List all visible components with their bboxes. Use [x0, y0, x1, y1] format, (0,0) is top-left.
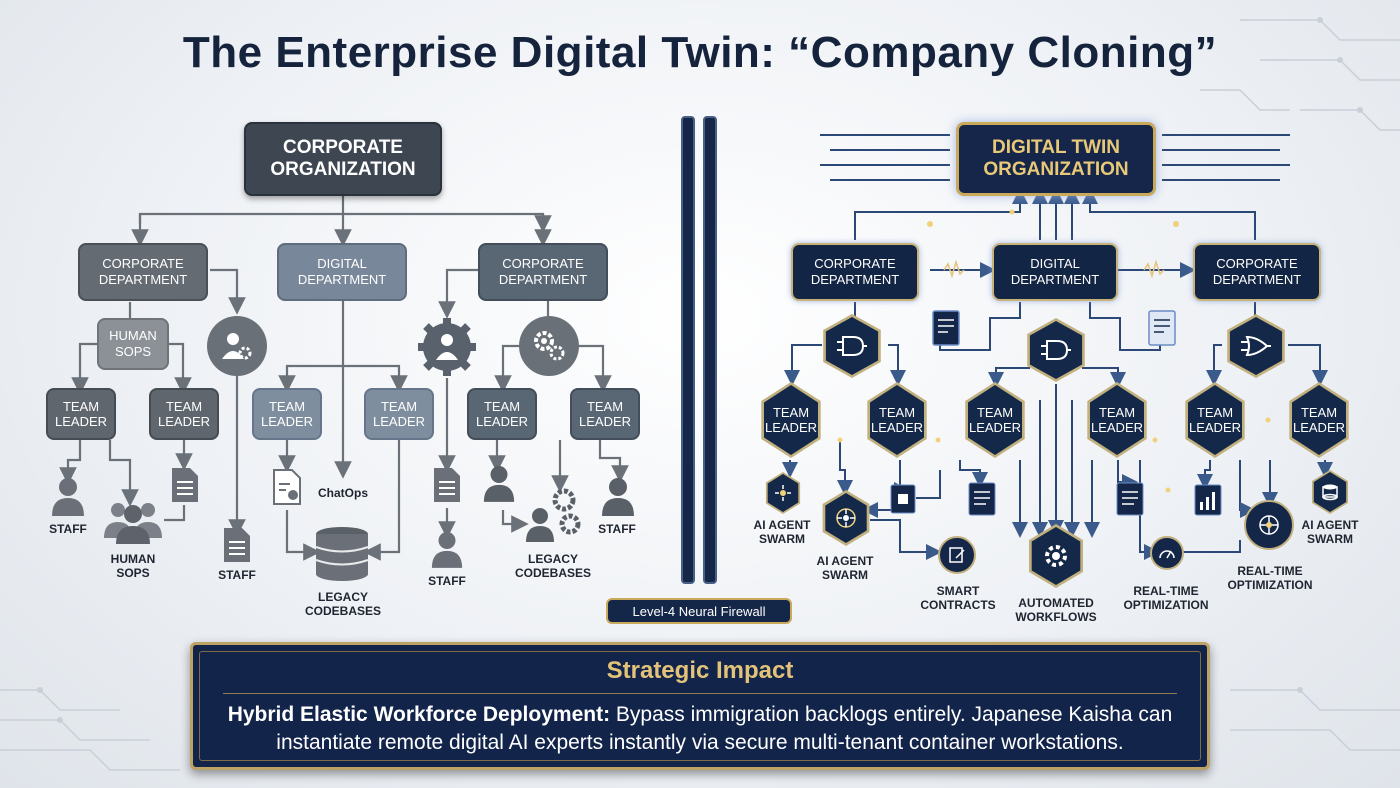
staff-user-icon-4: [482, 464, 516, 507]
left-team-leader-6: Team Leader: [570, 388, 640, 440]
chart-icon: [1194, 484, 1222, 521]
network-icon: [836, 508, 856, 528]
legacy-database-icon-1: [314, 526, 370, 587]
left-team-leader-2: Team Leader: [149, 388, 219, 440]
human-sops-node: Human SOPs: [97, 318, 169, 370]
ai-agent-swarm-label-3: AI Agent Swarm: [1301, 518, 1359, 546]
impact-lead: Hybrid Elastic Workforce Deployment:: [227, 703, 611, 726]
firewall-bar-left: [681, 116, 695, 584]
document-icon-3: [432, 466, 462, 509]
left-team-leader-1: Team Leader: [46, 388, 116, 440]
left-corporate-department-1: Corporate Department: [78, 243, 208, 301]
document-icon-6: [968, 482, 996, 521]
staff-label-2: Staff: [218, 568, 256, 582]
logic-gate-icon: [1241, 335, 1271, 357]
strategic-impact-panel: Strategic Impact Hybrid Elastic Workforc…: [190, 642, 1210, 770]
gears-icon: [519, 316, 579, 376]
left-corporate-department-2: Corporate Department: [478, 243, 608, 301]
logic-gate-icon: [837, 336, 867, 356]
network-icon: [775, 485, 791, 501]
digital-twin-organization-node: Digital Twin Organization: [956, 122, 1156, 196]
ai-agent-swarm-label-1: AI Agent Swarm: [753, 518, 811, 546]
database-icon: [1322, 484, 1338, 501]
impact-title: Strategic Impact: [606, 657, 794, 684]
document-icon-1: [170, 466, 200, 509]
left-digital-department: Digital Department: [277, 243, 407, 301]
automated-workflows-label: Automated Workflows: [1015, 596, 1097, 624]
realtime-optimization-label-1: Real-Time Optimization: [1123, 584, 1209, 612]
document-icon-5: [1148, 310, 1176, 351]
chatops-document-icon: [272, 468, 302, 511]
chatops-label: ChatOps: [317, 486, 368, 500]
staff-user-icon: [50, 476, 86, 521]
page-title: The Enterprise Digital Twin: “Company Cl…: [182, 28, 1218, 77]
automated-workflows-hex: [1029, 524, 1083, 588]
right-corporate-department-2: Corporate Department: [1193, 243, 1321, 301]
document-icon-2: [222, 526, 252, 569]
user-gear-icon: [207, 316, 267, 376]
human-sops-label: Human SOPs: [110, 552, 156, 580]
gear-icon: [1045, 545, 1067, 567]
document-icon-7: [1116, 482, 1144, 521]
corporate-organization-node: Corporate Organization: [244, 122, 442, 196]
ai-swarm-hex-3: [1312, 470, 1348, 514]
logic-gate-hex-3: [1227, 314, 1285, 378]
chip-icon: [890, 484, 916, 519]
ai-agent-swarm-label-2: AI Agent Swarm: [816, 554, 874, 582]
logic-gate-hex-2: [1027, 318, 1085, 382]
legacy-codebases-label-2: Legacy Codebases: [514, 552, 591, 580]
staff-user-icon-5: [600, 476, 636, 521]
staff-label-1: Staff: [49, 522, 87, 536]
impact-body: Hybrid Elastic Workforce Deployment: Byp…: [213, 701, 1187, 757]
logic-gate-icon: [1041, 340, 1071, 360]
right-corporate-department-1: Corporate Department: [791, 243, 919, 301]
ai-swarm-hex-2: [822, 490, 870, 546]
staff-label-4: Staff: [598, 522, 636, 536]
staff-label-3: Staff: [428, 574, 466, 588]
human-sops-users-icon: [104, 496, 162, 549]
left-team-leader-5: Team Leader: [467, 388, 537, 440]
gauge-icon: [1150, 536, 1184, 570]
network-globe-icon: [1244, 500, 1294, 550]
legacy-user-gears-icon: [524, 486, 584, 549]
gear-person-icon: [416, 316, 478, 383]
impact-text: Bypass immigration backlogs entirely. Ja…: [276, 703, 1173, 754]
right-team-leader-4: Team Leader: [1087, 382, 1147, 458]
right-team-leader-3: Team Leader: [965, 382, 1025, 458]
staff-user-icon-3: [430, 530, 464, 573]
impact-divider: [223, 693, 1177, 694]
firewall-bar-right: [703, 116, 717, 584]
impact-inner-border: [199, 651, 1201, 761]
left-team-leader-4: Team Leader: [364, 388, 434, 440]
smart-contracts-label: Smart Contracts: [920, 584, 996, 612]
realtime-optimization-label-2: Real-Time Optimization: [1227, 564, 1313, 592]
document-icon-4: [932, 310, 960, 351]
right-digital-department: Digital Department: [992, 243, 1118, 301]
left-team-leader-3: Team Leader: [252, 388, 322, 440]
signature-icon: [938, 536, 976, 574]
neural-firewall-label: Level-4 Neural Firewall: [606, 598, 792, 624]
legacy-codebases-label-1: Legacy Codebases: [304, 590, 381, 618]
